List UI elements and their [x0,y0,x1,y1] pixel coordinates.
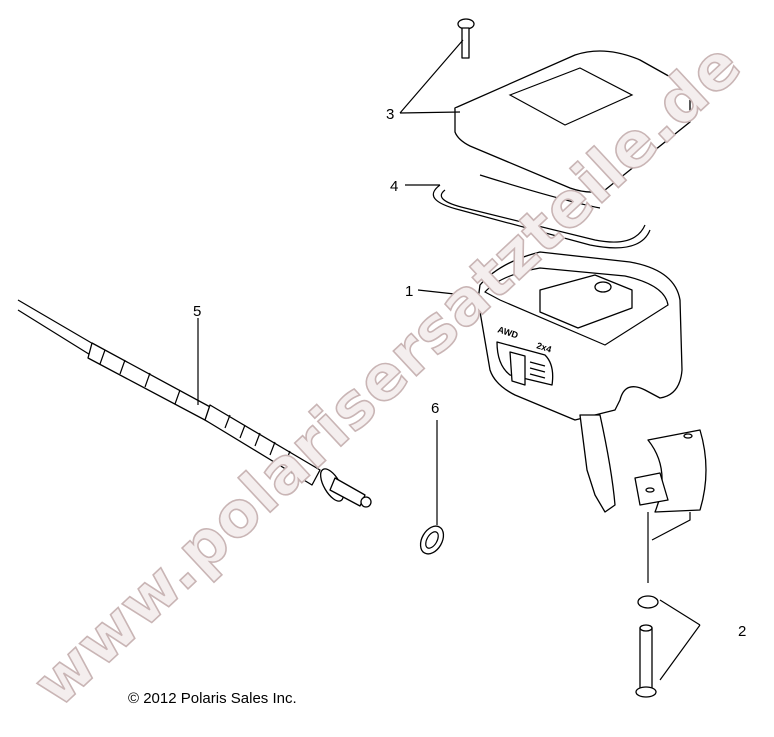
copyright-text: © 2012 Polaris Sales Inc. [128,690,297,707]
lock-washer [637,595,659,609]
leader-lines [197,39,701,681]
callout-5: 5 [193,303,201,320]
switch-cover [454,50,699,193]
o-ring [419,525,445,555]
callout-6: 6 [431,400,439,417]
switch-housing: AWD 2x4 [477,251,683,513]
callout-3: 3 [386,106,394,123]
clamp [634,429,707,583]
throttle-cable [17,299,372,508]
callout-4: 4 [390,178,398,195]
callout-1: 1 [405,283,413,300]
callout-2: 2 [738,623,746,640]
clamp-bolt [635,624,657,698]
cover-screw [457,18,475,59]
gasket [432,174,651,249]
2wd-label: 2x4 [535,340,552,354]
